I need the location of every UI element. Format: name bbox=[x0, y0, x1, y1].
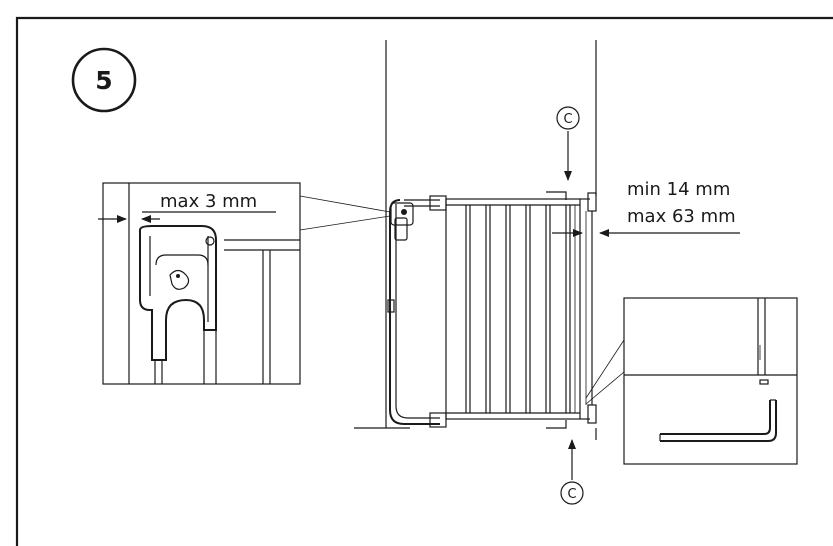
leader-line-lower bbox=[299, 215, 391, 231]
leader-line-upper bbox=[299, 195, 391, 213]
safety-gate bbox=[387, 191, 597, 429]
latch-detail-inset: max 3 mm bbox=[98, 182, 301, 385]
doorway-walls bbox=[354, 40, 597, 440]
clearance-dimension: min 14 mm max 63 mm bbox=[552, 179, 740, 237]
leader-line-right-lower bbox=[585, 371, 625, 405]
leader-line-right-upper bbox=[585, 339, 625, 399]
gap-max-label: max 3 mm bbox=[160, 191, 257, 212]
panel-frame bbox=[15, 16, 833, 546]
callout-top: C bbox=[556, 106, 580, 181]
callout-top-letter: C bbox=[563, 112, 572, 127]
step-badge: 5 bbox=[71, 47, 137, 113]
hex-key-detail-inset bbox=[623, 297, 798, 465]
callout-bottom: C bbox=[560, 439, 584, 505]
callout-bottom-letter: C bbox=[567, 487, 576, 502]
clearance-min-label: min 14 mm bbox=[627, 179, 730, 200]
step-number: 5 bbox=[95, 66, 112, 95]
clearance-max-label: max 63 mm bbox=[627, 206, 736, 227]
gate-bars bbox=[465, 205, 576, 413]
